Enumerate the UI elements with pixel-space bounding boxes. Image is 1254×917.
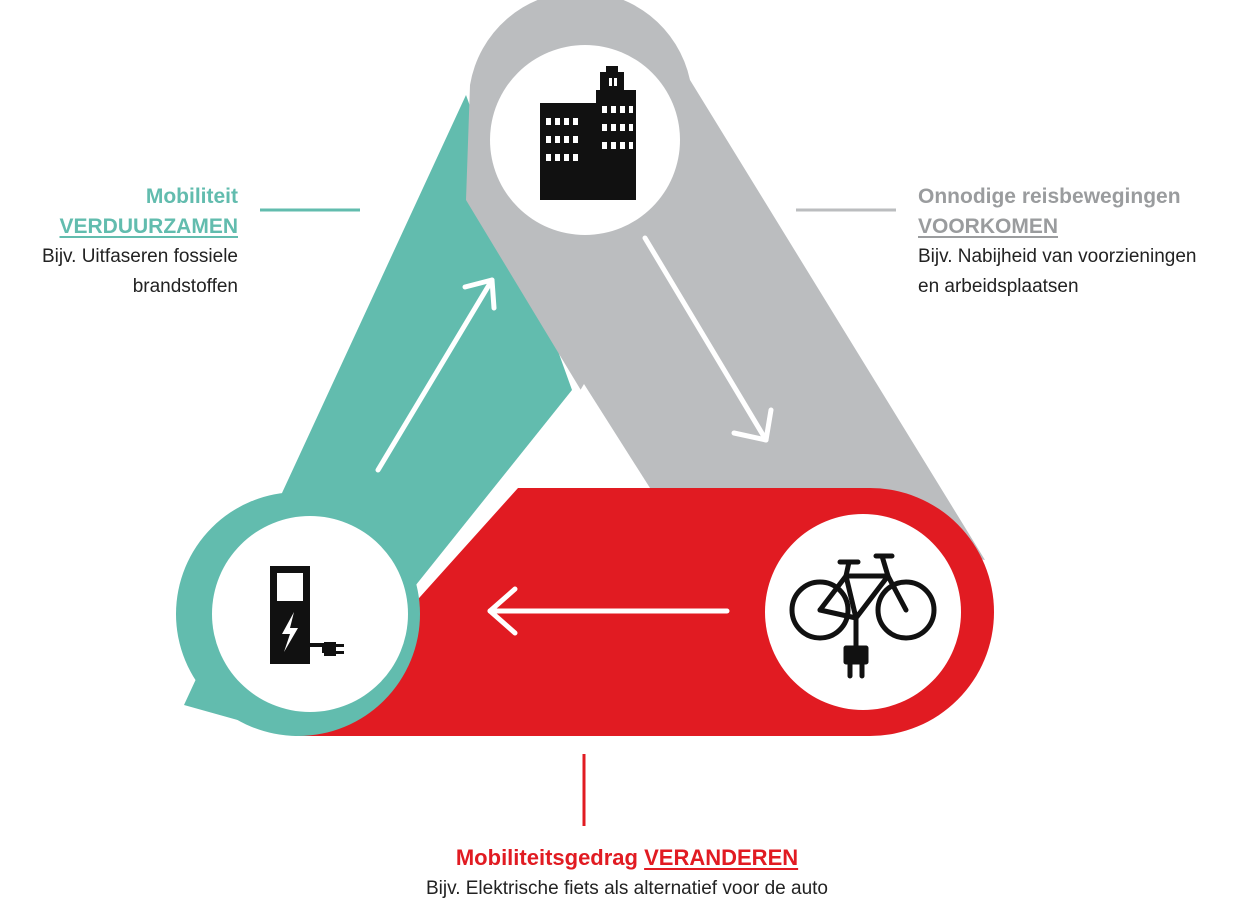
center-window bbox=[522, 384, 650, 488]
title-emphasis: VERDUURZAMEN bbox=[59, 215, 239, 238]
title-line: Mobiliteit bbox=[145, 185, 238, 208]
label-veranderen: Mobiliteitsgedrag VERANDEREN Bijv. Elekt… bbox=[277, 842, 977, 904]
description-line: Bijv. Nabijheid van voorzieningen bbox=[918, 246, 1197, 267]
label-verduurzamen: Mobiliteit VERDUURZAMEN Bijv. Uitfaseren… bbox=[0, 182, 238, 302]
flow-arrow-right-left bbox=[487, 586, 730, 636]
charging-station-icon bbox=[270, 566, 344, 664]
building-icon bbox=[540, 66, 636, 200]
label-voorkomen-title: Onnodige reisbewegingen VOORKOMEN bbox=[918, 182, 1254, 242]
label-voorkomen: Onnodige reisbewegingen VOORKOMEN Bijv. … bbox=[918, 182, 1254, 302]
description-line: brandstoffen bbox=[132, 276, 238, 297]
label-verduurzamen-title: Mobiliteit VERDUURZAMEN bbox=[0, 182, 239, 242]
title-emphasis: VERANDEREN bbox=[644, 845, 799, 870]
flow-arrow-top-right bbox=[642, 235, 774, 443]
title-line: Onnodige reisbewegingen bbox=[918, 185, 1181, 208]
title-line: Mobiliteitsgedrag bbox=[455, 845, 645, 870]
label-veranderen-title: Mobiliteitsgedrag VERANDEREN bbox=[277, 842, 977, 874]
description-line: Bijv. Elektrische fiets als alternatief … bbox=[425, 878, 828, 899]
flow-arrow-left-top bbox=[375, 277, 497, 473]
title-emphasis: VOORKOMEN bbox=[918, 215, 1059, 238]
description-line: Bijv. Uitfaseren fossiele bbox=[41, 246, 238, 267]
description-line: en arbeidsplaatsen bbox=[918, 276, 1079, 297]
electric-bike-icon bbox=[789, 553, 937, 679]
